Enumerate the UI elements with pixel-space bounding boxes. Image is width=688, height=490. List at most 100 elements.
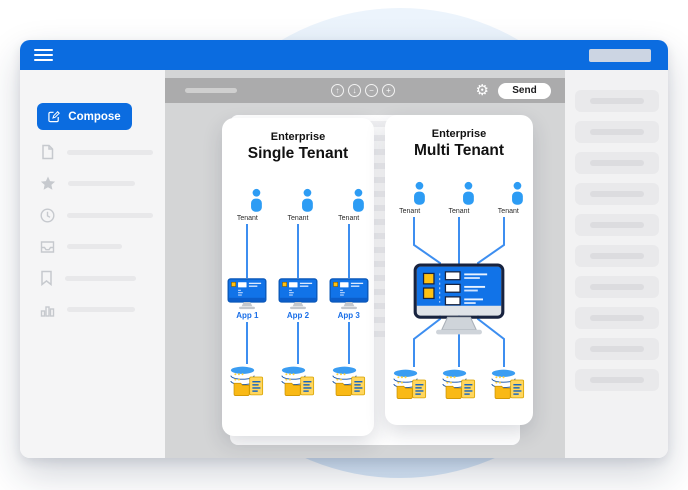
list-item-placeholder xyxy=(589,284,644,290)
app-window: Compose xyxy=(20,40,668,458)
database-icon xyxy=(440,367,478,401)
app-label: App 3 xyxy=(337,311,360,320)
sidebar-item-documents[interactable] xyxy=(40,144,153,160)
sidebar-item-stats[interactable] xyxy=(40,302,153,318)
app-monitor-icon xyxy=(329,278,369,310)
connector-line xyxy=(246,224,249,278)
arrow-down-glyph: ↓ xyxy=(352,86,357,95)
main-area: ↑ ↓ − + ⚙ Send Enterprise Sin xyxy=(165,70,565,458)
compose-button[interactable]: Compose xyxy=(37,103,132,130)
sidebar-placeholder-line xyxy=(65,275,136,281)
database-column xyxy=(434,367,483,401)
bookmark-icon xyxy=(41,270,52,286)
list-item-placeholder xyxy=(589,315,644,321)
database-icon xyxy=(279,364,317,398)
list-item[interactable] xyxy=(574,338,659,360)
sidebar-nav xyxy=(40,144,153,333)
multi-tenant-tenants: Tenant Tenant Tenant xyxy=(385,179,533,217)
database-column xyxy=(385,367,434,401)
tenant-users-icon xyxy=(331,186,367,214)
gear-icon[interactable]: ⚙ xyxy=(475,82,489,99)
list-item[interactable] xyxy=(574,90,659,112)
list-item[interactable] xyxy=(574,214,659,236)
app-label: App 2 xyxy=(286,311,310,320)
database-icon xyxy=(330,364,368,398)
tenant-users-icon xyxy=(280,186,316,214)
star-icon xyxy=(40,176,56,190)
arrow-down-circle-icon[interactable]: ↓ xyxy=(348,84,361,97)
toolbar-placeholder-pill xyxy=(185,88,237,93)
tenant-label: Tenant xyxy=(338,215,360,222)
inbox-icon xyxy=(40,240,55,253)
app-label: App 1 xyxy=(236,311,259,320)
single-tenant-columns: Tenant App 1 Tenant App 2 xyxy=(222,186,374,398)
connector-line xyxy=(347,322,350,364)
sidebar-placeholder-line xyxy=(67,307,135,312)
bar-chart-icon xyxy=(40,305,55,317)
tenant-label: Tenant xyxy=(399,208,421,215)
hamburger-icon[interactable] xyxy=(34,48,53,62)
tenant-column: Tenant App 2 xyxy=(273,186,324,398)
list-item[interactable] xyxy=(574,121,659,143)
tenant-label: Tenant xyxy=(448,208,470,215)
tenant-label: Tenant xyxy=(236,215,258,222)
multi-tenant-databases xyxy=(385,367,533,401)
sidebar: Compose xyxy=(20,70,165,458)
tenant-label: Tenant xyxy=(497,208,519,215)
toolbar-right: ⚙ Send xyxy=(475,82,551,99)
compose-label: Compose xyxy=(68,110,121,123)
sidebar-item-saved[interactable] xyxy=(40,270,153,286)
send-button[interactable]: Send xyxy=(498,82,551,99)
list-item[interactable] xyxy=(574,276,659,298)
card-title: Multi Tenant xyxy=(413,142,505,159)
list-item-placeholder xyxy=(589,191,644,197)
single-tenant-card: Enterprise Single Tenant Tenant App 1 xyxy=(222,118,374,436)
list-item-placeholder xyxy=(589,346,644,352)
list-item[interactable] xyxy=(574,245,659,267)
sidebar-placeholder-line xyxy=(67,244,122,249)
plus-circle-icon[interactable]: + xyxy=(382,84,395,97)
list-item[interactable] xyxy=(574,183,659,205)
list-item[interactable] xyxy=(574,152,659,174)
app-topbar xyxy=(20,40,668,70)
connector-line xyxy=(297,224,299,278)
minus-circle-icon[interactable]: − xyxy=(365,84,378,97)
tenant-users-icon xyxy=(441,179,477,207)
shared-monitor-icon xyxy=(413,263,505,336)
tenant-column: Tenant App 3 xyxy=(323,186,374,398)
database-icon xyxy=(391,367,429,401)
sidebar-item-recent[interactable] xyxy=(40,207,153,223)
tenant-label: Tenant xyxy=(287,215,309,222)
document-icon xyxy=(42,144,54,160)
compose-pencil-icon xyxy=(48,111,61,123)
message-list-panel xyxy=(565,70,668,458)
window-body: Compose xyxy=(20,70,668,458)
list-item-placeholder xyxy=(589,160,644,166)
connector-line xyxy=(347,224,350,278)
list-item[interactable] xyxy=(574,307,659,329)
sidebar-item-inbox[interactable] xyxy=(40,239,153,255)
database-icon xyxy=(228,364,266,398)
shared-app-zone xyxy=(385,217,533,367)
app-monitor-icon xyxy=(227,278,267,310)
tenant-column: Tenant xyxy=(484,179,533,217)
tenant-column: Tenant xyxy=(385,179,434,217)
list-item-placeholder xyxy=(589,253,644,259)
send-label: Send xyxy=(512,85,537,96)
list-item[interactable] xyxy=(574,369,659,391)
sidebar-placeholder-line xyxy=(67,149,153,155)
arrow-up-glyph: ↑ xyxy=(335,86,340,95)
toolbar-nav-icons: ↑ ↓ − + xyxy=(331,84,395,97)
sidebar-placeholder-line xyxy=(68,181,135,186)
app-monitor-icon xyxy=(278,278,318,310)
database-icon xyxy=(489,367,527,401)
database-column xyxy=(484,367,533,401)
connector-line xyxy=(246,322,249,364)
sidebar-item-starred[interactable] xyxy=(40,176,153,192)
clock-icon xyxy=(40,207,55,223)
sidebar-placeholder-line xyxy=(67,212,153,218)
list-item-placeholder xyxy=(589,222,644,228)
tenant-column: Tenant App 1 xyxy=(222,186,273,398)
arrow-up-circle-icon[interactable]: ↑ xyxy=(331,84,344,97)
